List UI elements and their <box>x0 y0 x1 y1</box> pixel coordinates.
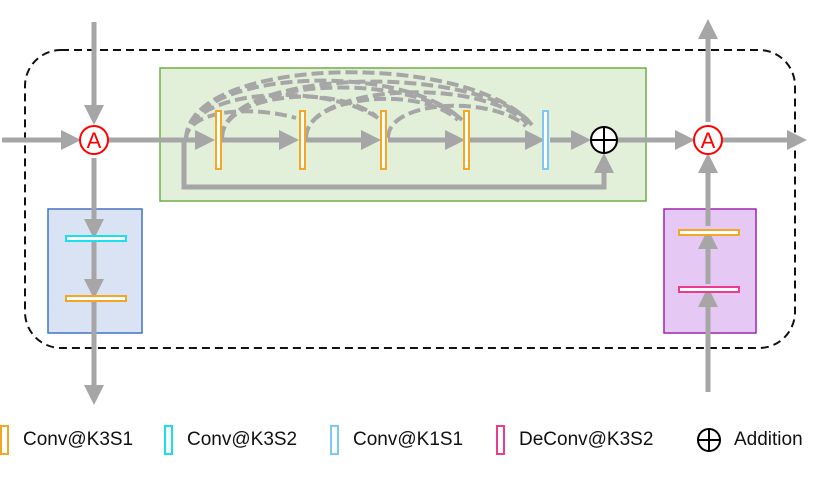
light-blue-bar-icon <box>330 425 339 455</box>
conv-k3s1-layer <box>678 229 740 236</box>
cyan-bar-icon <box>164 425 173 455</box>
conv-k3s1-layer <box>299 110 306 170</box>
conv-k3s1-layer <box>463 110 470 170</box>
legend: Conv@K3S1 Conv@K3S2 Conv@K1S1 DeConv@K3S… <box>0 412 830 468</box>
conv-k3s1-layer <box>215 110 222 170</box>
residual-dense-block <box>159 67 647 202</box>
deconv-k3s2-layer <box>678 286 740 293</box>
dense-skip-arc <box>304 90 530 139</box>
aggregate-node-label: A <box>701 128 716 153</box>
aggregate-node-right: A <box>693 125 723 155</box>
legend-item-deconv-k3s2: DeConv@K3S2 <box>496 412 653 468</box>
legend-item-conv-k1s1: Conv@K1S1 <box>330 412 463 468</box>
pink-bar-icon <box>496 425 505 455</box>
data-flow-arrows <box>2 19 807 405</box>
legend-label: Conv@K3S1 <box>23 429 134 450</box>
dense-skip-arc <box>220 94 378 139</box>
dense-skip-arc <box>386 103 528 139</box>
legend-label: Addition <box>734 429 803 450</box>
conv-k3s1-layer <box>380 110 387 170</box>
aggregate-node-label: A <box>87 128 102 153</box>
conv-k3s1-layer <box>65 295 127 302</box>
architecture-diagram: A A <box>2 19 807 405</box>
conv-k1s1-layer <box>542 110 549 170</box>
dense-skip-arc <box>304 96 460 139</box>
legend-item-addition: Addition <box>696 412 803 468</box>
dense-skip-arc <box>220 79 532 139</box>
module-boundary <box>24 49 796 349</box>
aggregate-node-left: A <box>79 125 109 155</box>
residual-skip-arrow <box>181 140 614 190</box>
legend-item-conv-k3s1: Conv@K3S1 <box>0 412 133 468</box>
legend-label: Conv@K1S1 <box>353 429 464 450</box>
addition-node <box>590 126 618 154</box>
dense-skip-arc <box>184 70 534 141</box>
legend-label: Conv@K3S2 <box>187 429 298 450</box>
circled-plus-icon <box>697 428 721 452</box>
conv-k3s2-layer <box>65 235 127 242</box>
orange-bar-icon <box>0 425 9 455</box>
legend-label: DeConv@K3S2 <box>519 429 654 450</box>
legend-item-conv-k3s2: Conv@K3S2 <box>164 412 297 468</box>
dense-skip-connections <box>184 70 534 141</box>
